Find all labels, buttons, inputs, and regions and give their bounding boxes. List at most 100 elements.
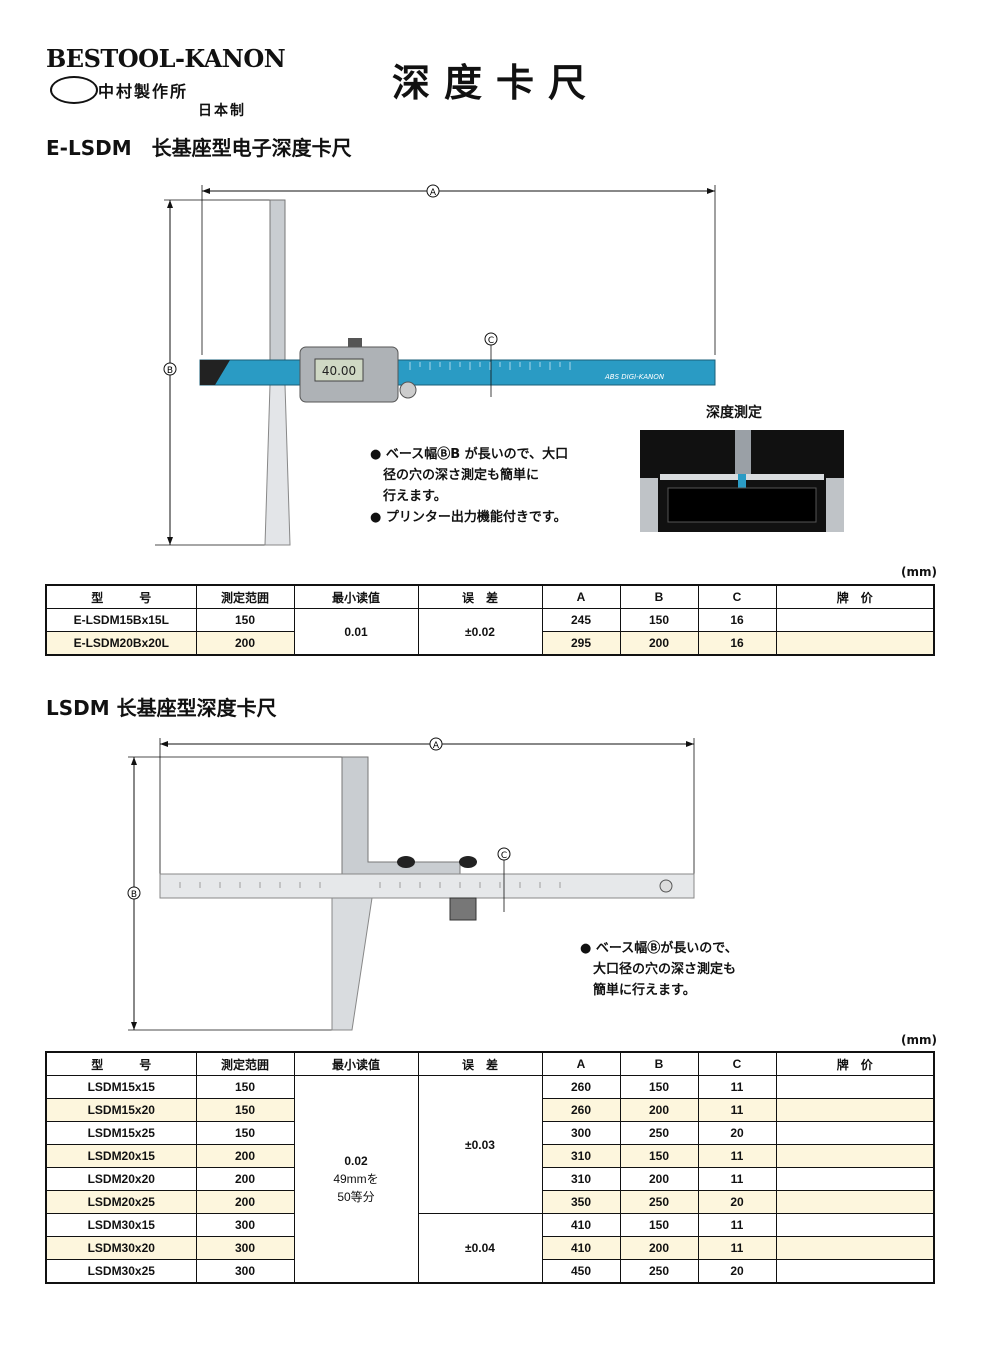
cell-price — [775, 1213, 935, 1237]
cell-price — [775, 1236, 935, 1260]
col-model: 型 号 — [45, 584, 197, 609]
table-row: LSDM30x15 300 ±0.04 410 150 11 — [45, 1213, 935, 1284]
cell-c: 20 — [697, 1259, 777, 1284]
cell-range: 300 — [195, 1213, 295, 1237]
cell-b: 250 — [619, 1259, 699, 1284]
cell-b: 200 — [619, 1098, 699, 1122]
table-row: E-LSDM20Bx20L 200 295 200 16 — [45, 631, 935, 656]
cell-price — [775, 1075, 935, 1099]
cell-c: 11 — [697, 1213, 777, 1237]
col-price: 牌 价 — [775, 584, 935, 609]
cell-model: LSDM20x25 — [45, 1190, 197, 1214]
kanon-logo-icon — [50, 76, 98, 104]
table-header-row: 型 号 測定范囲 最小读值 误 差 A B C 牌 价 — [45, 584, 935, 609]
col-a: A — [541, 1051, 621, 1076]
dim-c-label: C — [488, 336, 494, 346]
col-error: 误 差 — [417, 584, 543, 609]
cell-c: 11 — [697, 1236, 777, 1260]
cell-b: 250 — [619, 1190, 699, 1214]
table-row: LSDM15x15 150 0.02 49mmを 50等分 ±0.03 260 … — [45, 1075, 935, 1284]
cell-model: LSDM20x20 — [45, 1167, 197, 1191]
section2-title: LSDM 长基座型深度卡尺 — [46, 696, 277, 720]
dim-c-label: C — [501, 851, 507, 861]
min-reading-note: 50等分 — [337, 1190, 375, 1204]
cell-range: 200 — [195, 1190, 295, 1214]
cell-range: 300 — [195, 1236, 295, 1260]
note-line: 大口径の穴の深さ測定も — [580, 962, 737, 977]
table-row: LSDM30x25 300 450 250 20 — [45, 1259, 935, 1284]
col-model: 型 号 — [45, 1051, 197, 1076]
company-name: 中村製作所 — [98, 82, 189, 101]
cell-a: 450 — [541, 1259, 621, 1284]
cell-c: 11 — [697, 1075, 777, 1099]
cell-error: ±0.02 — [417, 608, 543, 656]
section2-notes: ● ベース幅Ⓑが長いので、 大口径の穴の深さ測定も 簡単に行えます。 — [580, 938, 738, 1001]
cell-model: LSDM15x25 — [45, 1121, 197, 1145]
cell-b: 200 — [619, 1236, 699, 1260]
cell-error: ±0.04 — [417, 1213, 543, 1284]
dim-b-label: B — [131, 890, 137, 900]
cell-error: ±0.03 — [417, 1075, 543, 1214]
col-min-reading: 最小读值 — [293, 1051, 419, 1076]
section1-title: E-LSDM 长基座型电子深度卡尺 — [46, 136, 352, 160]
cell-c: 11 — [697, 1098, 777, 1122]
cell-range: 300 — [195, 1259, 295, 1284]
table-header-row: 型 号 測定范囲 最小读值 误 差 A B C 牌 价 — [45, 1051, 935, 1076]
table-row: LSDM20x20 200 310 200 11 — [45, 1167, 935, 1191]
cell-b: 200 — [619, 1167, 699, 1191]
note-line: ● ベース幅Ⓑが長いので、 — [580, 941, 738, 956]
vernier-depth-gauge-drawing: A B C — [127, 737, 695, 1031]
col-error: 误 差 — [417, 1051, 543, 1076]
unit-label: (mm) — [901, 565, 937, 579]
cell-price — [775, 1098, 935, 1122]
section1-notes: ● ベース幅ⒷB が長いので、大口 径の穴の深さ測定も簡単に 行えます。 ● プ… — [370, 444, 568, 528]
ruler-brand-text: ABS DIGI-KANON — [604, 373, 665, 381]
cell-range: 150 — [195, 1075, 295, 1099]
col-range: 測定范囲 — [195, 1051, 295, 1076]
cell-a: 300 — [541, 1121, 621, 1145]
cell-price — [775, 1144, 935, 1168]
cell-a: 260 — [541, 1098, 621, 1122]
cell-b: 250 — [619, 1121, 699, 1145]
cell-c: 11 — [697, 1167, 777, 1191]
cell-price — [775, 1121, 935, 1145]
cell-a: 310 — [541, 1144, 621, 1168]
cell-b: 150 — [619, 1213, 699, 1237]
note-line: 簡単に行えます。 — [580, 983, 696, 998]
cell-model: LSDM20x15 — [45, 1144, 197, 1168]
cell-range: 150 — [195, 608, 295, 632]
table-row: LSDM20x15 200 310 150 11 — [45, 1144, 935, 1168]
cell-model: LSDM15x15 — [45, 1075, 197, 1099]
cell-c: 16 — [697, 608, 777, 632]
dim-a-label: A — [433, 741, 440, 751]
dim-a-label: A — [430, 188, 437, 198]
note-line: ● ベース幅ⒷB が長いので、大口 — [370, 447, 569, 462]
cell-model: E-LSDM15Bx15L — [45, 608, 197, 632]
col-min-reading: 最小读值 — [293, 584, 419, 609]
cell-c: 20 — [697, 1121, 777, 1145]
cell-model: E-LSDM20Bx20L — [45, 631, 197, 656]
cell-range: 150 — [195, 1121, 295, 1145]
inset-title: 深度測定 — [706, 405, 762, 421]
cell-b: 150 — [619, 1144, 699, 1168]
min-reading-value: 0.02 — [344, 1154, 368, 1168]
cell-a: 295 — [541, 631, 621, 656]
cell-c: 11 — [697, 1144, 777, 1168]
cell-price — [775, 1190, 935, 1214]
cell-a: 410 — [541, 1236, 621, 1260]
spec-table-vernier: 型 号 測定范囲 最小读值 误 差 A B C 牌 价 LSDM15x15 15… — [45, 1051, 935, 1284]
cell-c: 16 — [697, 631, 777, 656]
cell-b: 150 — [619, 1075, 699, 1099]
cell-range: 150 — [195, 1098, 295, 1122]
cell-a: 410 — [541, 1213, 621, 1237]
note-line: ● プリンター出力機能付きです。 — [370, 510, 567, 525]
col-b: B — [619, 584, 699, 609]
cell-b: 200 — [619, 631, 699, 656]
min-reading-note: 49mmを — [333, 1172, 379, 1186]
lcd-value: 40.00 — [322, 364, 356, 378]
col-c: C — [697, 584, 777, 609]
dim-b-label: B — [167, 366, 173, 376]
table-row: LSDM30x20 300 410 200 11 — [45, 1236, 935, 1260]
cell-b: 150 — [619, 608, 699, 632]
col-a: A — [541, 584, 621, 609]
